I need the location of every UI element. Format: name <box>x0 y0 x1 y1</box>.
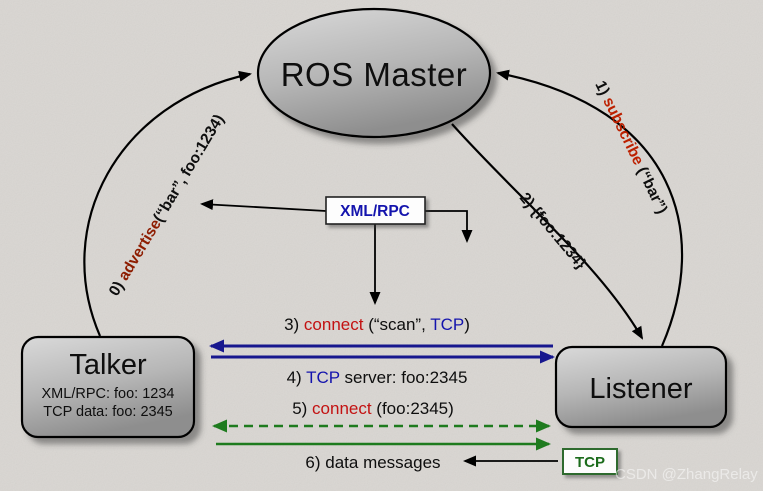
edge-advertise <box>83 70 252 337</box>
edge-xmlrpc-to-response <box>425 210 473 243</box>
talker-tcp-port: TCP data: foo: 2345 <box>43 404 173 420</box>
label-connect-scan-tcp: TCP <box>430 315 464 334</box>
label-connect-scan: 3) connect (“scan”, TCP) <box>284 315 470 334</box>
xmlrpc-label: XML/RPC <box>340 203 410 220</box>
listener-title: Listener <box>589 373 693 405</box>
label-connect-foo-args: (foo:2345) <box>372 399 454 418</box>
label-connect-scan-end: ) <box>464 315 470 334</box>
label-connect-scan-keyword: connect <box>304 315 364 334</box>
edge-xmlrpc-to-advertise <box>200 199 327 212</box>
edge-subscribe <box>496 69 684 347</box>
xmlrpc-box <box>325 196 426 225</box>
label-subscribe-num: 1) <box>591 78 614 102</box>
label-data-messages: 6) data messages <box>305 453 440 472</box>
talker-title: Talker <box>69 349 147 381</box>
tcp-label: TCP <box>575 454 605 471</box>
node-talker <box>20 335 196 439</box>
label-tcp-server: 4) TCP server: foo:2345 <box>287 368 468 387</box>
label-data-messages-text: 6) data messages <box>305 453 440 472</box>
label-tcp-server-tcp: TCP <box>306 368 340 387</box>
node-listener <box>554 345 728 429</box>
tcp-box <box>562 448 618 475</box>
node-ros-master <box>256 7 492 139</box>
watermark: CSDN @ZhangRelay <box>615 466 758 483</box>
label-connect-foo-keyword: connect <box>312 399 372 418</box>
label-advertise-num: 0) <box>106 275 130 299</box>
label-connect-foo: 5) connect (foo:2345) <box>292 399 454 418</box>
label-connect-foo-num: 5) <box>292 399 312 418</box>
edge-master-response <box>451 123 643 340</box>
label-tcp-server-num: 4) <box>287 368 307 387</box>
label-connect-scan-mid: (“scan”, <box>363 315 430 334</box>
label-connect-scan-num: 3) <box>284 315 304 334</box>
ros-master-label: ROS Master <box>281 56 468 93</box>
talker-xmlrpc-port: XML/RPC: foo: 1234 <box>42 386 175 402</box>
label-tcp-server-rest: server: foo:2345 <box>340 368 468 387</box>
